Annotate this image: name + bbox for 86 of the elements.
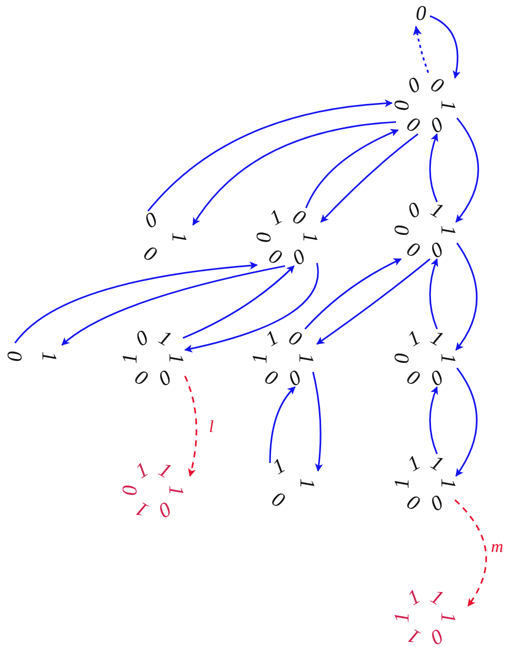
digit: 1: [300, 231, 320, 243]
digit: 0: [288, 244, 309, 269]
arrow: [455, 368, 478, 477]
digit: 0: [288, 205, 309, 230]
digit: 0: [426, 624, 447, 649]
arrow: [429, 386, 438, 454]
digit: 0: [254, 231, 274, 243]
digit: 0: [403, 366, 424, 390]
digit: 0: [426, 112, 447, 137]
digit: 0: [120, 484, 140, 496]
digit: 1: [438, 477, 458, 489]
digit: 0: [261, 366, 282, 390]
digit: 0: [154, 498, 175, 522]
digit: 0: [131, 366, 152, 390]
digit: 1: [438, 224, 458, 236]
digit: 1: [120, 352, 140, 364]
digit: 0: [403, 238, 424, 262]
digit: 0: [426, 490, 447, 515]
arrow: [14, 262, 258, 344]
digit: 1: [261, 326, 282, 350]
digit: 1: [438, 352, 458, 364]
digit: 0: [392, 352, 412, 364]
digit: 1: [426, 198, 447, 222]
digit: 0: [415, 2, 427, 24]
digit: 1: [438, 611, 458, 623]
digit: 1: [166, 352, 186, 364]
digit: 1: [250, 352, 270, 364]
digit: 1: [403, 451, 424, 476]
arrow: [269, 386, 296, 464]
digit: 1: [131, 498, 152, 522]
digit: 0: [268, 487, 289, 512]
digit: 0: [140, 208, 161, 233]
arrow: [184, 262, 319, 352]
arrow: [316, 258, 430, 345]
digit: 0: [154, 366, 175, 390]
digit: 1: [403, 585, 424, 610]
digit: 0: [284, 366, 305, 390]
arrow: [429, 133, 438, 202]
digit: 1: [403, 624, 424, 649]
arrow: [312, 372, 323, 472]
arrow: [192, 121, 396, 226]
edge-label: l: [208, 418, 215, 435]
arrow: [430, 15, 460, 79]
arrow: [304, 258, 402, 330]
digit: 0: [426, 73, 447, 98]
digit: 1: [426, 585, 447, 610]
arrow: [182, 265, 295, 339]
digit: 0: [403, 73, 424, 98]
digit: 0: [392, 99, 412, 111]
digit: 1: [166, 484, 186, 496]
digit: 0: [392, 224, 412, 236]
digit: 0: [284, 326, 305, 350]
digit: 0: [4, 350, 26, 362]
digit: 1: [426, 451, 447, 476]
digit: 1: [392, 477, 412, 489]
digit: 1: [131, 458, 152, 482]
digit: 0: [265, 244, 286, 269]
arrow: [184, 376, 198, 477]
digit: 1: [438, 99, 458, 111]
digit: 0: [403, 490, 424, 515]
digit: 0: [426, 238, 447, 262]
arrow: [61, 265, 286, 346]
digit: 1: [154, 326, 175, 350]
digit: 1: [296, 352, 316, 364]
digit: 0: [426, 366, 447, 390]
arrow: [147, 100, 393, 212]
digit: 1: [392, 611, 412, 623]
arrow: [455, 242, 478, 351]
arrow: [320, 133, 418, 223]
digit: 1: [265, 205, 286, 230]
digit: 0: [403, 198, 424, 222]
digit: 1: [168, 231, 190, 243]
arrow: [455, 118, 480, 223]
digit: 1: [38, 350, 60, 362]
arrow: [429, 258, 438, 330]
digit: 1: [154, 458, 175, 482]
digit: 0: [140, 241, 161, 266]
digit: 1: [296, 477, 318, 489]
arrow: [413, 26, 429, 73]
digit: 0: [403, 112, 424, 137]
arrow: [454, 499, 487, 607]
digit: 1: [403, 326, 424, 350]
digit: 0: [131, 326, 152, 350]
arrow: [305, 129, 399, 208]
digit: 1: [426, 326, 447, 350]
digit: 1: [268, 454, 289, 479]
